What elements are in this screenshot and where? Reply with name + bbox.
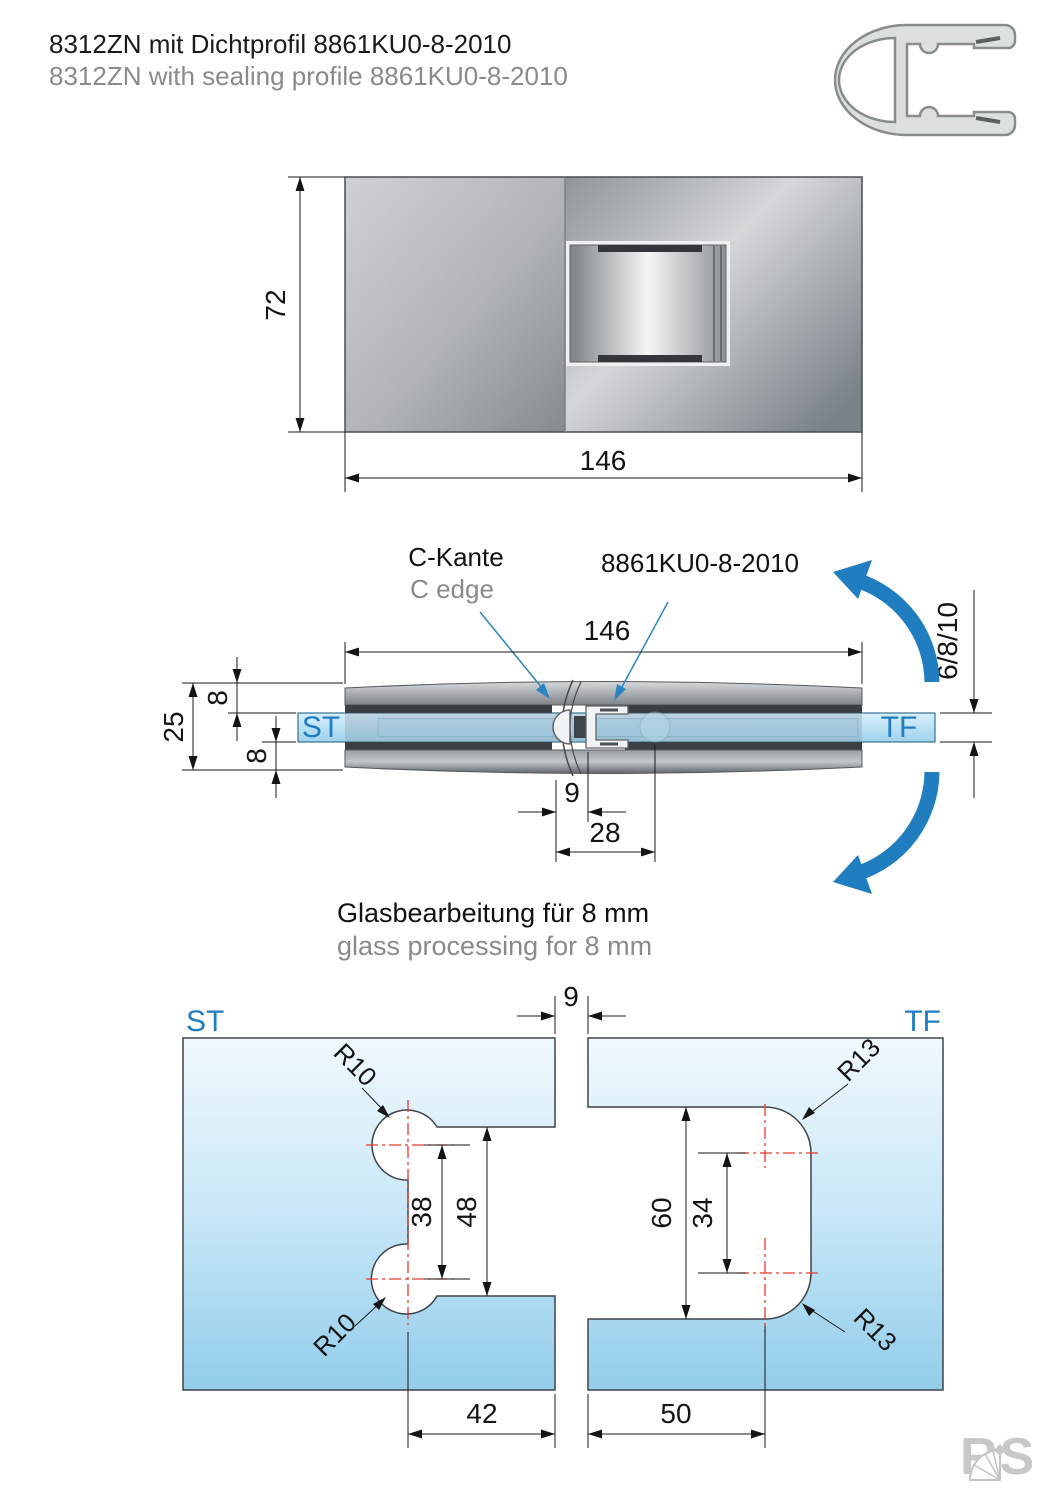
label-st-bottom: ST xyxy=(186,1005,224,1038)
dim-st-cutout-height: 48 xyxy=(451,1127,492,1296)
dim-tf-cutout-width: 50 xyxy=(587,1326,766,1448)
sealing-profile-icon xyxy=(833,23,1017,137)
glass-processing-drawing: ST TF 9 38 xyxy=(182,981,944,1448)
dim-top-view-height: 72 xyxy=(260,176,345,433)
label-profile-number: 8861KU0-8-2010 xyxy=(601,548,799,578)
dim-25: 25 xyxy=(158,711,189,742)
callout-c-edge: C-Kante C edge xyxy=(408,542,550,699)
dim-tf-corner-spacing: 34 xyxy=(687,1152,746,1274)
dim-8-top: 8 xyxy=(202,690,233,706)
dim-146-side: 146 xyxy=(584,615,631,646)
callout-profile-number: 8861KU0-8-2010 xyxy=(601,548,799,701)
dim-8-bottom: 8 xyxy=(241,748,272,764)
dim-total-thickness: 25 xyxy=(158,682,343,771)
title-english: 8312ZN with sealing profile 8861KU0-8-20… xyxy=(49,61,568,91)
dim-top-view-width: 146 xyxy=(344,432,863,492)
dim-42: 42 xyxy=(466,1398,497,1429)
swing-arrow-down xyxy=(853,771,940,882)
section-title-glass-processing: Glasbearbeitung für 8 mm glass processin… xyxy=(337,897,652,963)
swing-arrows xyxy=(833,560,940,894)
swing-arrow-up xyxy=(853,572,940,683)
profile-core xyxy=(574,716,588,738)
label-tf-side: TF xyxy=(881,711,918,744)
glass-panel-st xyxy=(182,1037,556,1391)
side-view-drawing: ST TF C-Kante C edge 8861KU0-8-2010 146 xyxy=(158,542,992,894)
dim-28: 28 xyxy=(589,817,620,848)
profile-bulb xyxy=(552,709,571,745)
section-title-german: Glasbearbeitung für 8 mm xyxy=(337,898,650,928)
tf-centerlines xyxy=(737,1104,819,1332)
section-title-english: glass processing for 8 mm xyxy=(337,931,653,961)
profile-slot-top xyxy=(975,36,1001,44)
dim-50: 50 xyxy=(660,1398,691,1429)
dim-st-hole-spacing: 38 xyxy=(406,1144,470,1280)
dim-plate-top: 8 xyxy=(202,657,296,741)
dim-tf-cutout-height: 60 xyxy=(646,1107,691,1319)
dim-34: 34 xyxy=(687,1197,718,1228)
profile-clamp xyxy=(585,705,629,749)
top-view-drawing: 72 146 xyxy=(260,176,863,492)
label-c-kante: C-Kante xyxy=(408,542,503,572)
rs-logo: RS xyxy=(960,1428,1034,1486)
dim-side-width: 146 xyxy=(344,615,863,684)
clamp-block xyxy=(566,241,730,366)
upper-plate xyxy=(344,681,863,706)
pivot-ghost-circle xyxy=(639,711,671,743)
label-c-edge: C edge xyxy=(410,574,494,604)
page-title: 8312ZN mit Dichtprofil 8861KU0-8-2010 83… xyxy=(49,28,568,92)
dim-9-side: 9 xyxy=(564,777,580,808)
dim-60: 60 xyxy=(646,1197,677,1228)
dim-glass-thickness: 6/8/10 xyxy=(932,590,992,798)
rs-logo-diamond xyxy=(994,1444,1006,1456)
dim-center-width: 28 xyxy=(556,745,656,862)
sealing-profile-section xyxy=(552,705,671,749)
title-german: 8312ZN mit Dichtprofil 8861KU0-8-2010 xyxy=(49,29,512,59)
dim-st-cutout-width: 42 xyxy=(407,1332,556,1448)
dim-panel-gap: 9 xyxy=(517,981,626,1034)
hinge-leaf-left xyxy=(345,177,565,432)
label-st-side: ST xyxy=(302,711,340,744)
label-tf-bottom: TF xyxy=(904,1005,941,1038)
swing-arrow-up-head xyxy=(833,560,872,599)
profile-slot-bottom xyxy=(975,116,1001,124)
dim-plate-bottom: 8 xyxy=(241,716,296,798)
dim-9-gap: 9 xyxy=(563,981,579,1012)
dim-profile-offset: 9 xyxy=(518,752,626,862)
dim-72: 72 xyxy=(260,289,291,320)
lower-plate xyxy=(344,749,863,774)
glass-strip xyxy=(297,712,936,743)
dim-146-top: 146 xyxy=(580,445,627,476)
swing-arrow-down-head xyxy=(833,855,872,894)
dim-38: 38 xyxy=(406,1196,437,1227)
dim-48: 48 xyxy=(451,1196,482,1227)
